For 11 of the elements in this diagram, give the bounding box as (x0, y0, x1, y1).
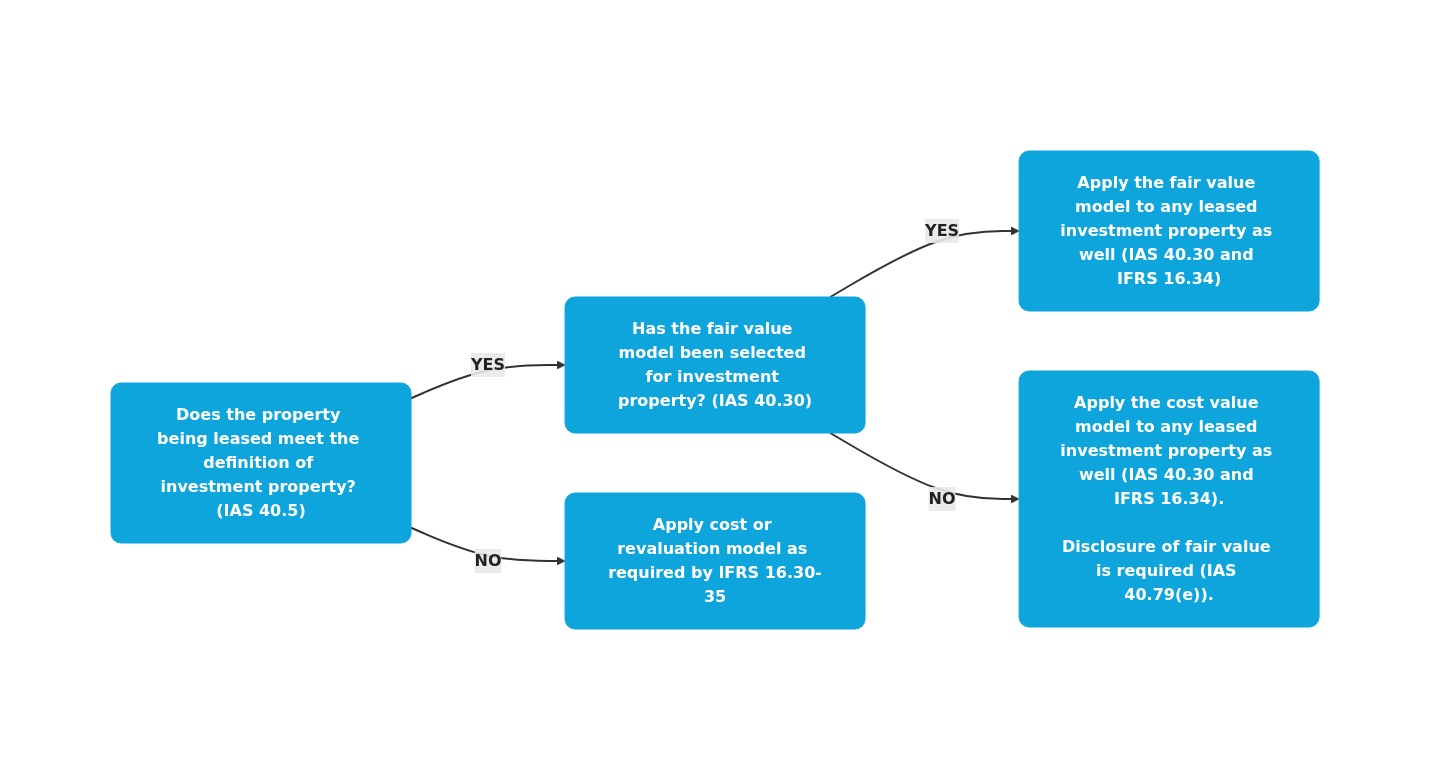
arrow (829, 432, 1020, 504)
node-box: Apply cost or revaluation model as required by IFRS 16.30-35 (565, 492, 866, 630)
edge-label: NO (474, 551, 502, 570)
edge-label: NO (929, 489, 957, 508)
node-box: Apply the fair value model to any leased investment property as well (IAS 40.30 and IFRS 16.34) (1019, 150, 1321, 312)
node-box: Has the fair value model been selected for investment property? (IAS 40.30) (565, 296, 866, 434)
node-box: Does the property being leased meet the definition of investment property? (IAS 40.5) (110, 382, 412, 544)
edge-label: YES (471, 355, 506, 374)
arrow (829, 226, 1020, 298)
node-box: Apply the cost value model to any leased investment property as well (IAS 40.30 and IFRS 16.34). Disclosure of fair value is required (IAS 40.79(e)). (1019, 370, 1321, 628)
edge-label: YES (925, 221, 960, 240)
